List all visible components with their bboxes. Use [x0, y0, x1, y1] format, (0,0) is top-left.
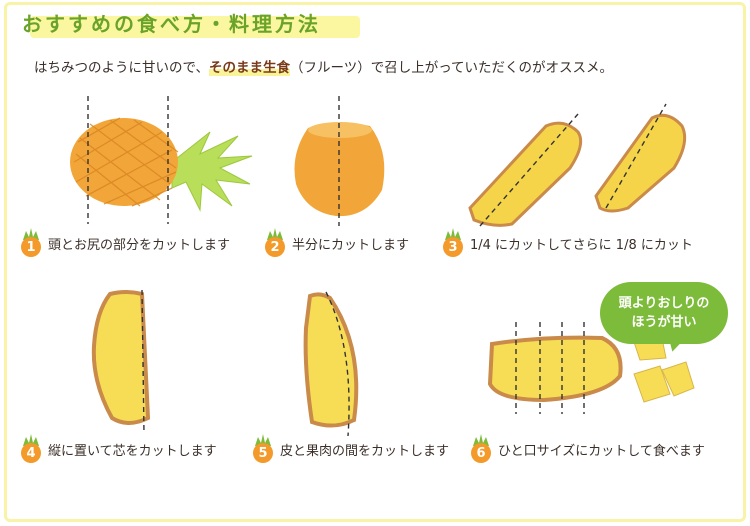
- bubble-tail: [664, 334, 686, 354]
- step-number: 6: [471, 443, 491, 463]
- cut-lines-vertical: [515, 322, 585, 414]
- quarter-piece-left: [468, 121, 583, 227]
- step-badge: 5: [252, 434, 274, 464]
- pineapple-leaves: [171, 131, 253, 212]
- intro-text: はちみつのように甘いので、そのまま生食（フルーツ）で召し上がっていただくのがオス…: [34, 56, 613, 76]
- piece-standing: [91, 290, 151, 425]
- step-number: 1: [21, 237, 41, 257]
- step-6: 6 ひと口サイズにカットして食べます: [470, 434, 705, 464]
- trimmed-pineapple-illustration: [294, 96, 385, 226]
- pineapple-pattern: [73, 117, 179, 207]
- step-number: 3: [443, 237, 463, 257]
- trimmed-top: [308, 122, 372, 138]
- step-3: 3 1/4 にカットしてさらに 1/8 にカット: [442, 228, 693, 258]
- bubble-line-2: ほうが甘い: [631, 315, 697, 330]
- bubble-line-1: 頭よりおしりの: [618, 296, 710, 311]
- intro-after: （フルーツ）で召し上がっていただくのがオススメ。: [289, 60, 614, 76]
- step-number: 2: [265, 237, 285, 257]
- bite-piece-2: [633, 365, 671, 403]
- step-badge: 3: [442, 228, 464, 258]
- quarter-pieces-illustration: [468, 103, 687, 227]
- step-badge: 6: [470, 434, 492, 464]
- step-label: 皮と果肉の間をカットします: [280, 443, 450, 459]
- step-number: 5: [253, 443, 273, 463]
- step-badge: 1: [20, 228, 42, 258]
- step-label: 1/4 にカットしてさらに 1/8 にカット: [470, 237, 693, 253]
- step-badge: 4: [20, 434, 42, 464]
- section-title: おすすめの食べ方・料理方法: [22, 8, 360, 38]
- quarter-piece-right: [594, 113, 687, 213]
- step-label: ひと口サイズにカットして食べます: [498, 443, 705, 459]
- step-label: 縦に置いて芯をカットします: [48, 443, 217, 459]
- piece-skin: [303, 292, 359, 428]
- cut-line-skin: [325, 291, 350, 437]
- bite-piece-3: [661, 361, 695, 397]
- cut-line-diagonal-1: [479, 113, 579, 227]
- title-highlight: [30, 16, 360, 38]
- cut-line-diagonal-2: [605, 103, 667, 209]
- sweetness-speech-bubble: 頭よりおしりの ほうが甘い: [600, 282, 728, 344]
- piece-lying: [487, 335, 623, 403]
- whole-pineapple-illustration: [70, 96, 253, 224]
- pineapple-body: [70, 118, 178, 206]
- step-badge: 2: [264, 228, 286, 258]
- title-text: おすすめの食べ方・料理方法: [22, 12, 321, 36]
- core-cut-illustration: [91, 289, 151, 435]
- step-5: 5 皮と果肉の間をカットします: [252, 434, 449, 464]
- step-label: 半分にカットします: [292, 237, 410, 253]
- page-frame: [4, 2, 746, 522]
- step-1: 1 頭とお尻の部分をカットします: [20, 228, 230, 258]
- step-4: 4 縦に置いて芯をカットします: [20, 434, 217, 464]
- intro-before: はちみつのように甘いので、: [34, 60, 209, 76]
- intro-emphasis: そのまま生食: [208, 60, 290, 76]
- skin-cut-illustration: [303, 291, 359, 437]
- step-2: 2 半分にカットします: [264, 228, 409, 258]
- cut-line-core: [141, 289, 145, 435]
- step-label: 頭とお尻の部分をカットします: [48, 237, 231, 253]
- step-number: 4: [21, 443, 41, 463]
